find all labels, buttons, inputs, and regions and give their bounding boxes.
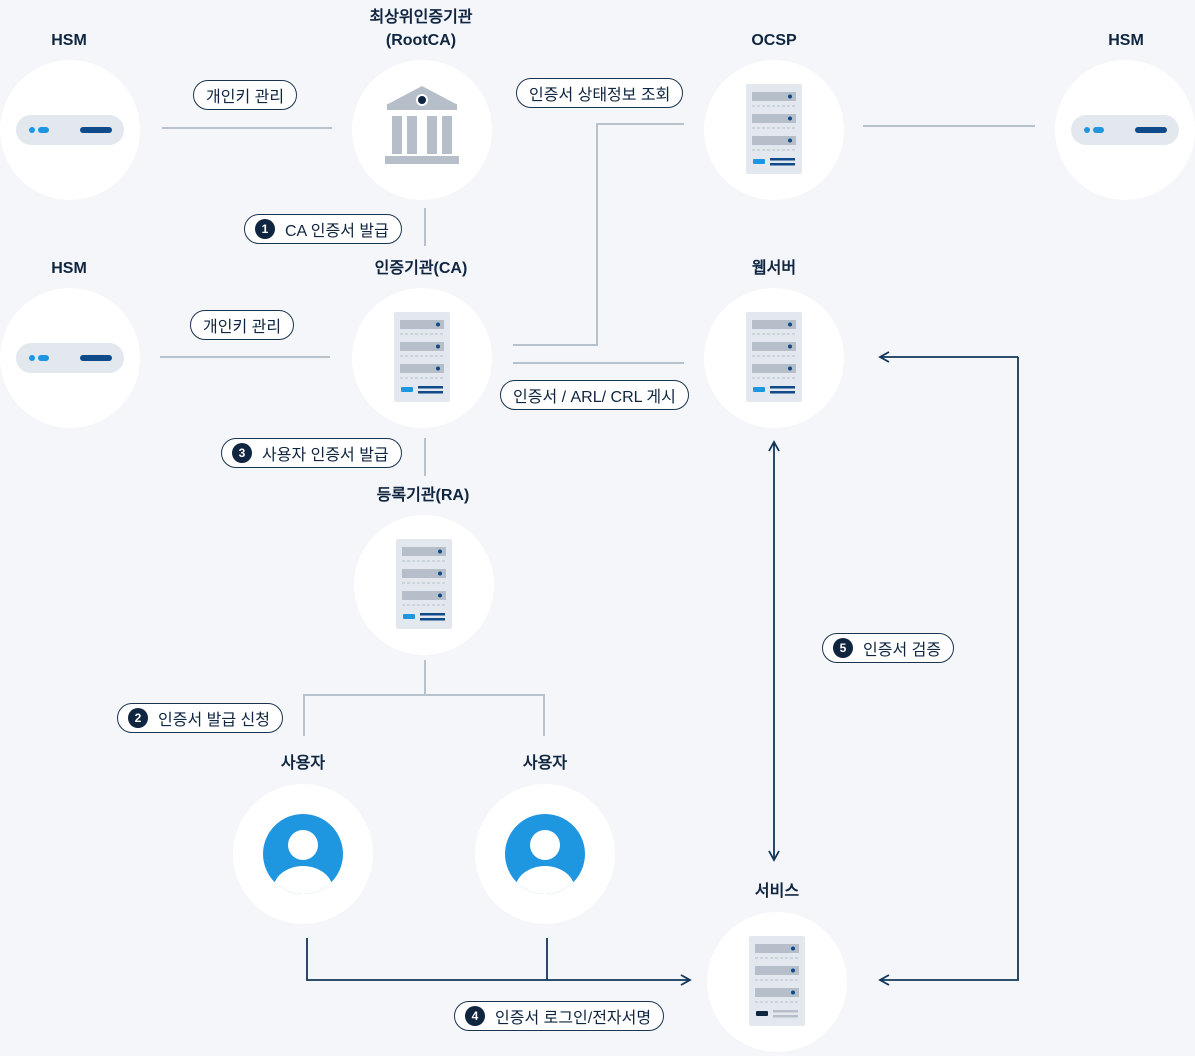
line-ra-users [303,660,426,736]
user-right-title: 사용자 [522,755,568,772]
step-3-label: 3 사용자 인증서 발급 [221,438,402,468]
line-ca-ocsp [513,123,684,346]
user-avatar-icon [263,814,343,894]
ra-node [354,515,494,655]
step-4-label: 4 인증서 로그인/전자서명 [454,1001,665,1031]
service-node [707,912,847,1052]
hsm-device-icon [16,115,124,145]
label-ocsp-query: 인증서 상태정보 조회 [516,78,684,108]
hsm-device-icon [16,343,124,373]
bank-building-icon [385,86,459,164]
label-text: 인증서 상태정보 조회 [529,87,671,104]
user-avatar-icon [505,814,585,894]
webserver-node [704,288,844,428]
ocsp-title: OCSP [751,32,797,49]
service-title: 서비스 [754,883,800,900]
label-key-mgmt-mid: 개인키 관리 [190,310,295,340]
user-left-title: 사용자 [280,755,326,772]
line-ra-users-right [425,694,545,736]
rootca-node [352,60,492,200]
ra-title: 등록기관(RA) [376,487,470,504]
rootca-title-line2: (RootCA) [385,32,457,49]
webserver-title: 웹서버 [751,260,797,277]
step-number-badge: 5 [833,638,853,658]
hsm-mid-left-title: HSM [51,260,87,277]
server-icon [746,84,802,174]
rootca-title-line1: 최상위인증기관 [369,9,473,26]
user-right-node [475,784,615,924]
label-text: 인증서 / ARL/ CRL 게시 [513,389,676,406]
hsm-top-right-title: HSM [1108,32,1144,49]
step-text: 인증서 발급 신청 [158,712,270,729]
ca-node [352,288,492,428]
ocsp-node [704,60,844,200]
hsm-top-left-node [0,60,140,200]
step-number-badge: 1 [255,219,275,239]
hsm-mid-left-node [0,288,140,428]
hsm-device-icon [1071,115,1179,145]
server-icon [394,312,450,402]
step-2-label: 2 인증서 발급 신청 [117,703,283,733]
step-number-badge: 3 [232,443,252,463]
step-number-badge: 4 [465,1006,485,1026]
server-icon [746,312,802,402]
step-text: 인증서 검증 [863,642,942,659]
step-text: 인증서 로그인/전자서명 [495,1010,652,1027]
user-left-node [233,784,373,924]
hsm-top-left-title: HSM [51,32,87,49]
step-text: CA 인증서 발급 [285,223,389,240]
arrow-verify-return [878,357,1019,986]
label-text: 개인키 관리 [203,319,282,336]
label-publish: 인증서 / ARL/ CRL 게시 [500,380,689,410]
arrow-user-left-service [306,938,692,986]
ca-title: 인증기관(CA) [374,260,468,277]
label-key-mgmt-top: 개인키 관리 [193,80,298,110]
step-1-label: 1 CA 인증서 발급 [244,214,402,244]
step-5-label: 5 인증서 검증 [822,633,955,663]
step-text: 사용자 인증서 발급 [262,447,389,464]
hsm-top-right-node [1055,60,1195,200]
step-number-badge: 2 [128,708,148,728]
label-text: 개인키 관리 [206,89,285,106]
server-icon [396,539,452,629]
rootca-title: 최상위인증기관 (RootCA) [369,6,472,52]
server-icon [749,936,805,1026]
